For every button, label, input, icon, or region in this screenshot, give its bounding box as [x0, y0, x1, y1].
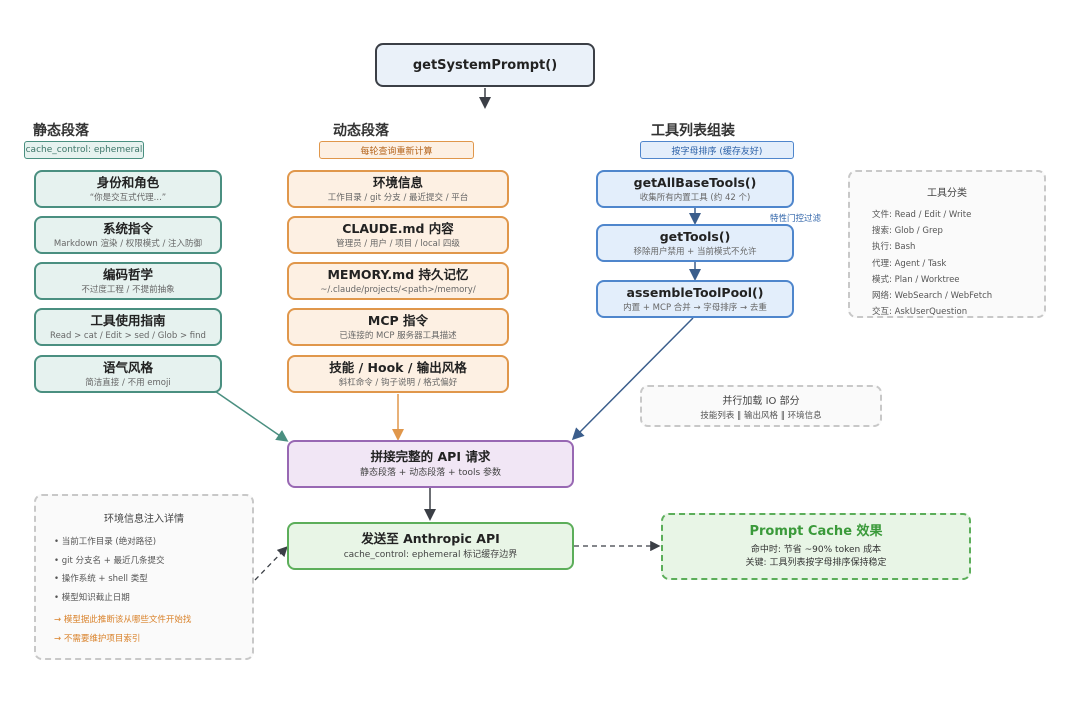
- dynamic-item-env: 环境信息 工作目录 / git 分支 / 最近提交 / 平台: [287, 170, 509, 208]
- tools-sort-tag: 按字母排序 (缓存友好): [640, 141, 794, 159]
- env-detail-item: • 当前工作目录 (绝对路径): [54, 537, 157, 547]
- tools-column-title: 工具列表组装: [651, 123, 735, 139]
- parallel-load-panel: 并行加载 IO 部分 技能列表 ‖ 输出风格 ‖ 环境信息: [640, 385, 882, 427]
- static-item-tool-guide: 工具使用指南 Read > cat / Edit > sed / Glob > …: [34, 308, 222, 346]
- tool-step-get-all-base-tools: getAllBaseTools() 收集所有内置工具 (约 42 个): [596, 170, 794, 208]
- feature-gate-label: 特性门控过滤: [770, 214, 822, 224]
- dynamic-item-claude-md: CLAUDE.md 内容 管理员 / 用户 / 项目 / local 四级: [287, 216, 509, 254]
- tool-category-item: 代理: Agent / Task: [872, 258, 947, 269]
- static-item-tone: 语气风格 简洁直接 / 不用 emoji: [34, 355, 222, 393]
- prompt-cache-box: Prompt Cache 效果 命中时: 节省 ~90% token 成本 关键…: [661, 513, 971, 580]
- merge-api-request-box: 拼接完整的 API 请求 静态段落 + 动态段落 + tools 参数: [287, 440, 574, 488]
- dynamic-item-title: 技能 / Hook / 输出风格: [329, 360, 467, 376]
- send-sub: cache_control: ephemeral 标记缓存边界: [343, 550, 518, 561]
- static-item-system: 系统指令 Markdown 渲染 / 权限模式 / 注入防御: [34, 216, 222, 254]
- static-item-title: 系统指令: [102, 221, 153, 237]
- dynamic-item-title: 环境信息: [372, 175, 423, 191]
- dynamic-item-mcp: MCP 指令 已连接的 MCP 服务器工具描述: [287, 308, 509, 346]
- env-detail-note: → 不需要维护项目索引: [54, 633, 141, 644]
- env-detail-panel: 环境信息注入详情 • 当前工作目录 (绝对路径) • git 分支名 + 最近几…: [34, 494, 254, 660]
- cache-line2: 关键: 工具列表按字母排序保持稳定: [745, 558, 887, 569]
- static-column-title: 静态段落: [33, 123, 89, 139]
- dynamic-item-title: CLAUDE.md 内容: [342, 221, 454, 237]
- static-item-identity: 身份和角色 “你是交互式代理...”: [34, 170, 222, 208]
- dynamic-item-sub: 斜杠命令 / 钩子说明 / 格式偏好: [338, 377, 458, 388]
- static-item-sub: 不过度工程 / 不提前抽象: [81, 284, 175, 295]
- static-item-title: 编码哲学: [102, 267, 153, 283]
- tool-step-title: assembleToolPool(): [626, 285, 764, 301]
- tool-category-item: 模式: Plan / Worktree: [872, 274, 960, 285]
- send-title: 发送至 Anthropic API: [361, 530, 500, 546]
- env-detail-item: • git 分支名 + 最近几条提交: [54, 555, 165, 566]
- dynamic-item-title: MEMORY.md 持久记忆: [327, 267, 469, 283]
- tool-category-item: 搜索: Glob / Grep: [872, 226, 943, 237]
- dynamic-item-sub: 已连接的 MCP 服务器工具描述: [339, 330, 457, 341]
- dynamic-item-skills: 技能 / Hook / 输出风格 斜杠命令 / 钩子说明 / 格式偏好: [287, 355, 509, 393]
- env-detail-note: → 模型据此推断该从哪些文件开始找: [54, 615, 192, 625]
- dynamic-item-memory-md: MEMORY.md 持久记忆 ~/.claude/projects/<path>…: [287, 262, 509, 300]
- static-item-sub: 简洁直接 / 不用 emoji: [85, 377, 171, 388]
- static-item-sub: Markdown 渲染 / 权限模式 / 注入防御: [53, 238, 203, 249]
- env-detail-item: • 模型知识截止日期: [54, 592, 130, 603]
- static-item-title: 身份和角色: [96, 175, 160, 191]
- arrow-env-to-send: [254, 546, 288, 581]
- static-item-philosophy: 编码哲学 不过度工程 / 不提前抽象: [34, 262, 222, 300]
- get-system-prompt-box: getSystemPrompt(): [375, 43, 595, 87]
- tool-step-sub: 移除用户禁用 + 当前模式不允许: [633, 246, 757, 257]
- send-to-api-box: 发送至 Anthropic API cache_control: ephemer…: [287, 522, 574, 570]
- tool-step-title: getAllBaseTools(): [633, 175, 757, 191]
- tool-step-assemble-tool-pool: assembleToolPool() 内置 + MCP 合并 → 字母排序 → …: [596, 280, 794, 318]
- dynamic-recompute-tag: 每轮查询重新计算: [319, 141, 474, 159]
- tool-category-item: 执行: Bash: [872, 242, 916, 253]
- get-system-prompt-label: getSystemPrompt(): [412, 57, 558, 73]
- static-cache-tag: cache_control: ephemeral: [24, 141, 144, 159]
- dynamic-column-title: 动态段落: [333, 123, 389, 139]
- merge-title: 拼接完整的 API 请求: [370, 448, 491, 464]
- arrow-tools-to-merge: [571, 317, 694, 441]
- parallel-load-sub: 技能列表 ‖ 输出风格 ‖ 环境信息: [700, 410, 822, 421]
- tool-step-sub: 内置 + MCP 合并 → 字母排序 → 去重: [623, 302, 767, 313]
- merge-sub: 静态段落 + 动态段落 + tools 参数: [359, 468, 502, 479]
- env-detail-title: 环境信息注入详情: [104, 514, 184, 525]
- dynamic-item-sub: 工作目录 / git 分支 / 最近提交 / 平台: [327, 192, 469, 203]
- tool-category-item: 文件: Read / Edit / Write: [872, 210, 972, 220]
- static-item-title: 语气风格: [102, 360, 153, 376]
- static-item-sub: Read > cat / Edit > sed / Glob > find: [50, 330, 206, 341]
- dynamic-item-sub: 管理员 / 用户 / 项目 / local 四级: [336, 238, 460, 249]
- env-detail-item: • 操作系统 + shell 类型: [54, 574, 148, 584]
- tool-category-item: 网络: WebSearch / WebFetch: [872, 291, 993, 302]
- cache-title: Prompt Cache 效果: [749, 524, 883, 540]
- cache-line1: 命中时: 节省 ~90% token 成本: [750, 545, 882, 556]
- static-item-title: 工具使用指南: [90, 313, 166, 329]
- dynamic-item-sub: ~/.claude/projects/<path>/memory/: [320, 284, 476, 295]
- tool-step-sub: 收集所有内置工具 (约 42 个): [639, 192, 751, 203]
- static-item-sub: “你是交互式代理...”: [89, 192, 167, 203]
- tool-categories-title: 工具分类: [927, 188, 967, 199]
- tool-step-title: getTools(): [659, 229, 731, 245]
- dynamic-item-title: MCP 指令: [367, 313, 429, 329]
- parallel-load-title: 并行加载 IO 部分: [722, 395, 800, 407]
- tool-category-item: 交互: AskUserQuestion: [872, 307, 968, 318]
- tool-categories-panel: 工具分类 文件: Read / Edit / Write 搜索: Glob / …: [848, 170, 1046, 318]
- tool-step-get-tools: getTools() 移除用户禁用 + 当前模式不允许: [596, 224, 794, 262]
